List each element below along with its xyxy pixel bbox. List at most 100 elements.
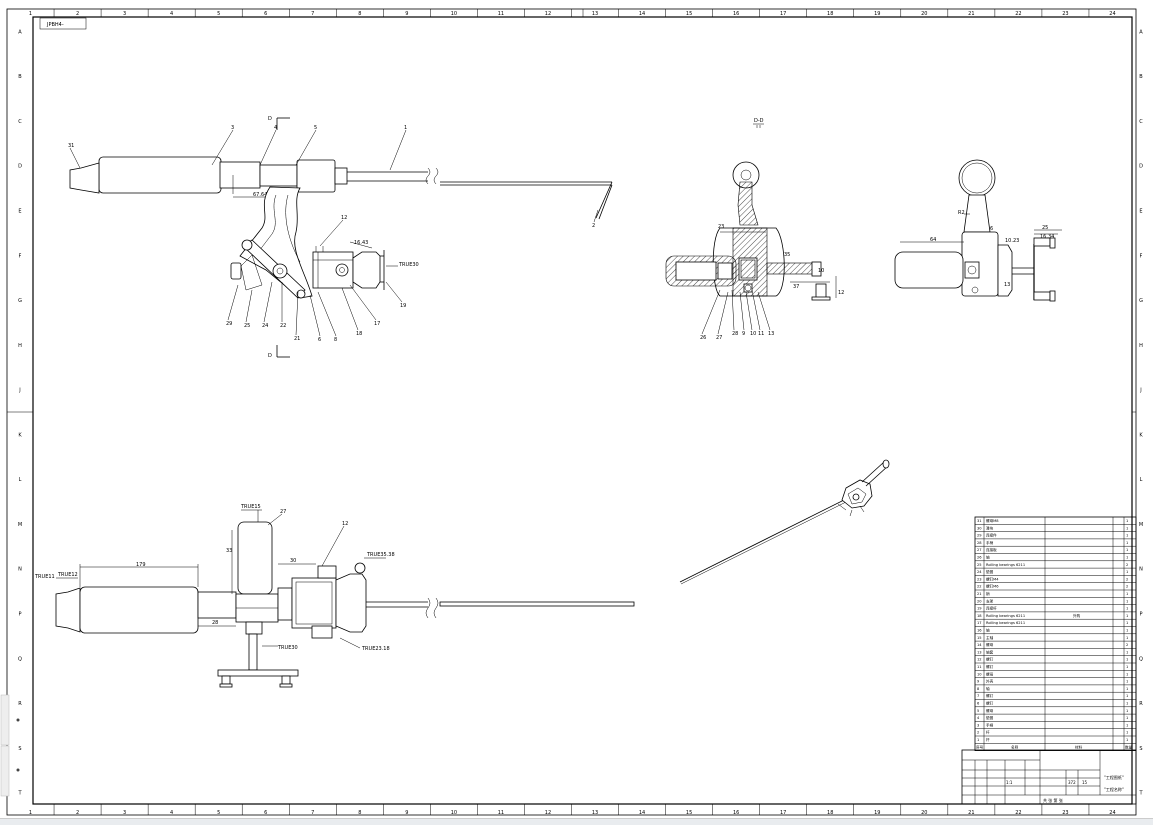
- bom-row-25-qty: 2: [1126, 563, 1128, 567]
- front-balloon-4: 5: [314, 125, 317, 131]
- front-balloon-8: 24: [262, 323, 268, 329]
- bom-row-10-qty: 1: [1126, 672, 1128, 676]
- zone-row-F-left: F: [19, 253, 22, 259]
- front-balloon-2: 3: [231, 125, 234, 131]
- dim-16-34: 16.34: [1040, 234, 1054, 240]
- bom-row-4-qty: 1: [1126, 716, 1128, 720]
- section-balloon-1: 27: [716, 335, 722, 341]
- dim-25: 25: [1042, 225, 1048, 231]
- bom-row-1-qty: 1: [1126, 738, 1128, 742]
- top-end-cap: [55, 587, 81, 633]
- zone-row-S-left: S: [18, 746, 21, 752]
- zone-col-4-top: 4: [170, 11, 173, 17]
- dim-35: 35: [784, 252, 790, 258]
- handle-end-cap: [69, 162, 100, 194]
- title-scale: 1:1: [1006, 780, 1013, 785]
- zone-col-6-bottom: 6: [264, 810, 267, 816]
- top-balloon-1: 12: [342, 521, 348, 527]
- bom-row-6-qty: 1: [1126, 702, 1128, 706]
- bom-row-15-qty: 1: [1126, 636, 1128, 640]
- zone-row-M-left: M: [18, 522, 22, 528]
- bom-row-11-qty: 1: [1126, 665, 1128, 669]
- bom-row-22-qty: 2: [1126, 585, 1128, 589]
- bom-row-21-no: 21: [977, 592, 982, 596]
- zone-col-22-top: 22: [1015, 11, 1021, 17]
- zone-col-3-top: 3: [123, 11, 126, 17]
- bom-row-1-name: 杆: [986, 737, 990, 742]
- zone-col-23-top: 23: [1062, 11, 1068, 17]
- side-view: 64 6 10.23 16.34 25 R2 13: [894, 159, 1062, 302]
- zone-col-2-top: 2: [76, 11, 79, 17]
- bom-row-26-no: 26: [977, 556, 982, 560]
- front-balloon-15: 18: [356, 331, 362, 337]
- title-name-2: "工程名称": [1104, 786, 1124, 792]
- top-housing: [291, 577, 337, 629]
- zone-row-K-right: K: [1139, 432, 1143, 438]
- handle-collar: [219, 161, 261, 189]
- bom-row-16-name: 轴: [986, 628, 990, 633]
- sheet-outer-border: [6, 8, 1137, 816]
- bom-row-12-qty: 1: [1126, 658, 1128, 662]
- bom-row-6-no: 6: [977, 702, 980, 706]
- section-balloon-5: 11: [758, 331, 764, 337]
- bom-row-31-name: 螺母M8: [986, 518, 999, 523]
- bom-row-20-name: 支架: [986, 598, 994, 603]
- bom-header-3: 数量: [1125, 744, 1133, 749]
- zone-row-R-right: R: [1139, 701, 1143, 707]
- bom-row-12-name: 螺钉: [986, 657, 994, 662]
- bom-row-22-name: 螺钉M6: [986, 584, 999, 589]
- bom-row-10-no: 10: [977, 672, 982, 676]
- bom-row-24-qty: 1: [1126, 570, 1128, 574]
- knob-left: [230, 262, 242, 280]
- bom-row-27-name: 连接板: [986, 547, 997, 552]
- zone-col-4-bottom: 4: [170, 810, 173, 816]
- bom-row-8-name: 轴: [986, 686, 990, 691]
- zone-col-13-bottom: 13: [592, 810, 598, 816]
- bom-row-17-qty: 1: [1126, 621, 1128, 625]
- zone-row-P-right: P: [1139, 612, 1142, 618]
- bom-header-1: 名称: [1011, 744, 1019, 749]
- zone-row-D-right: D: [1139, 164, 1143, 170]
- front-view: 67.64 16.43 TRUE30 D D: [69, 116, 613, 359]
- zone-row-J-right: J: [1139, 388, 1141, 394]
- zone-col-7-top: 7: [311, 11, 314, 17]
- zone-row-C-right: C: [1139, 119, 1143, 125]
- bom-row-15-name: 主轴: [986, 635, 994, 640]
- zone-col-24-top: 24: [1109, 11, 1115, 17]
- bom-row-4-name: 垫圈: [986, 715, 994, 720]
- zone-row-H-left: H: [18, 343, 22, 349]
- bom-row-20-no: 20: [977, 599, 982, 603]
- bom-row-13-name: 轴套: [986, 649, 994, 654]
- zone-col-10-bottom: 10: [451, 810, 457, 816]
- zone-col-12-bottom: 12: [545, 810, 551, 816]
- section-foot: [815, 283, 827, 299]
- bom-row-3-name: 手柄: [986, 722, 994, 727]
- bom-row-3-no: 3: [977, 723, 979, 727]
- zone-col-21-top: 21: [968, 11, 974, 17]
- zone-col-20-bottom: 20: [921, 810, 927, 816]
- zone-col-13-top: 13: [592, 11, 598, 17]
- section-balloon-4: 10: [750, 331, 756, 337]
- bom-row-26-name: 轴: [986, 555, 990, 560]
- front-balloon-9: 22: [280, 323, 286, 329]
- rod-nut: [296, 159, 336, 193]
- side-ring: [958, 159, 996, 197]
- dim-true35-38: TRUE35.38: [366, 552, 395, 558]
- zone-row-B-right: B: [1139, 74, 1143, 80]
- dim-true23-18: TRUE23.18: [361, 646, 390, 652]
- bom-row-19-no: 19: [977, 607, 982, 611]
- zone-col-21-bottom: 21: [968, 810, 974, 816]
- bom-row-21-qty: 1: [1126, 592, 1128, 596]
- bom-row-9-qty: 1: [1126, 680, 1128, 684]
- zone-col-22-bottom: 22: [1015, 810, 1021, 816]
- bom-row-9-no: 9: [977, 680, 980, 684]
- top-handle-grip: [79, 586, 199, 634]
- zone-col-15-bottom: 15: [686, 810, 692, 816]
- zone-col-8-top: 8: [358, 11, 361, 17]
- zone-col-18-top: 18: [827, 11, 833, 17]
- bom-row-7-qty: 1: [1126, 694, 1128, 698]
- section-lever: [737, 181, 759, 226]
- viewer-status-bar: [0, 818, 1153, 825]
- bom-row-30-no: 30: [977, 526, 982, 530]
